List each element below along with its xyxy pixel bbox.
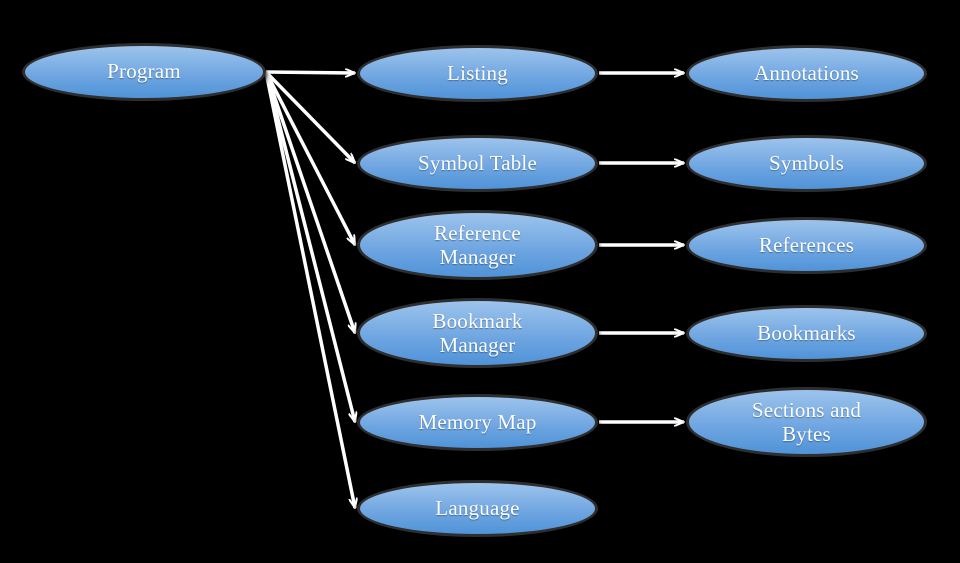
edge-program-to-reference-manager [264,71,357,245]
edge-program-to-symbol-table [264,70,355,163]
node-program[interactable]: Program [22,43,266,101]
node-reference-manager[interactable]: Reference Manager [357,210,598,280]
node-label-annotations: Annotations [754,60,859,85]
node-label-listing: Listing [447,60,508,85]
node-language[interactable]: Language [357,480,598,537]
node-memory-map[interactable]: Memory Map [357,394,598,451]
node-label-program: Program [107,59,181,84]
node-listing[interactable]: Listing [357,45,598,102]
edge-program-to-bookmark-manager [264,71,355,333]
node-sections-and-bytes[interactable]: Sections and Bytes [686,387,927,457]
edge-program-to-listing [265,72,355,73]
node-annotations[interactable]: Annotations [686,45,927,102]
node-label-sections-and-bytes: Sections and Bytes [751,397,862,446]
node-symbols[interactable]: Symbols [686,135,927,192]
node-label-reference-manager: Reference Manager [434,220,521,269]
node-bookmark-manager[interactable]: Bookmark Manager [357,298,598,368]
node-references[interactable]: References [686,217,927,274]
node-label-symbol-table: Symbol Table [418,150,537,175]
edge-program-to-memory-map [264,71,355,422]
node-symbol-table[interactable]: Symbol Table [357,135,598,192]
edge-group-program-outgoing [264,70,357,508]
edge-program-to-language [264,71,355,508]
node-label-language: Language [435,495,520,520]
node-label-references: References [758,232,855,257]
node-label-memory-map: Memory Map [418,409,537,434]
node-label-bookmark-manager: Bookmark Manager [432,308,523,357]
node-bookmarks[interactable]: Bookmarks [686,305,927,362]
node-label-symbols: Symbols [769,150,844,175]
edge-group-middle-to-right [599,73,684,422]
node-label-bookmarks: Bookmarks [757,320,856,345]
